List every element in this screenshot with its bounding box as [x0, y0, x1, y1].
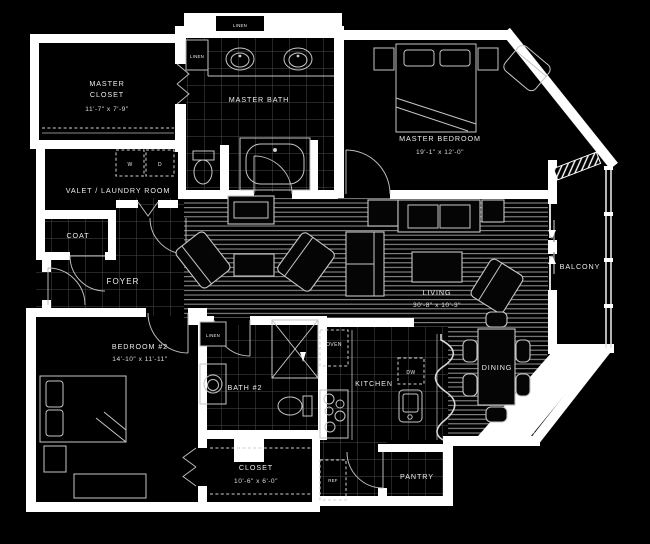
master-bath-label: MASTER BATH: [229, 95, 289, 104]
nightstand: [43, 445, 67, 473]
master-bedroom-dims: 19'-1" x 12'-0": [416, 149, 464, 156]
armchair-icon: [470, 258, 524, 314]
valet-laundry-label: VALET / LAUNDRY ROOM: [66, 186, 171, 195]
closet2-label: CLOSET: [239, 463, 273, 472]
shower-icon: [271, 319, 319, 379]
kitchen-tile-floor: [327, 327, 448, 440]
doors: [47, 63, 391, 489]
master-bedroom-label: MASTER BEDROOM: [399, 134, 481, 143]
laundry-opening-icon: [137, 201, 159, 217]
pantry-door-icon: [346, 451, 384, 489]
loveseat-icon: [345, 231, 385, 297]
walls: [26, 13, 618, 512]
dining-chair: [462, 339, 478, 363]
armchair-icon: [503, 44, 551, 92]
refrigerator-icon: [319, 459, 347, 501]
coffee-table: [411, 251, 463, 283]
living-balcony-sliders: [548, 204, 556, 290]
master-closet-label-2: CLOSET: [90, 90, 124, 99]
side-table: [233, 253, 275, 277]
console-table: [367, 199, 399, 227]
refrigerator-label: REF: [328, 478, 337, 483]
master-closet-label-1: MASTER: [89, 79, 124, 88]
living-dims: 30'-8" x 10'-3": [413, 302, 461, 309]
kitchen-sink-icon: [398, 389, 423, 423]
dining-chair: [485, 406, 508, 423]
sofa-icon: [397, 199, 481, 233]
bedroom2-room: BEDROOM #2 14'-10" x 11'-11": [39, 342, 168, 499]
dining-label: DINING: [482, 363, 513, 372]
valet-laundry-room: W D VALET / LAUNDRY ROOM: [66, 149, 175, 195]
bath2-label: BATH #2: [228, 383, 263, 392]
oven-icon: [319, 329, 349, 367]
armchair-icon: [175, 231, 231, 289]
oven-label: OVEN: [326, 342, 342, 348]
entry-linen-niche: [216, 16, 264, 31]
kitchen-label: KITCHEN: [355, 379, 393, 388]
master-bath-room: LINEN MASTER BATH: [185, 39, 334, 191]
pantry-label: PANTRY: [400, 472, 434, 481]
foyer-label: FOYER: [106, 277, 139, 286]
bath2-sink-icon: [199, 363, 227, 405]
master-bed-icon: [395, 43, 477, 133]
vanity-counter: [207, 44, 334, 77]
vanity-sink-icon: [283, 47, 313, 71]
dishwasher-label: DW: [406, 370, 415, 376]
armchair-icon: [277, 232, 335, 292]
console-table: [227, 195, 275, 225]
nightstand: [477, 47, 499, 71]
dining-chair: [515, 339, 531, 363]
vanity-sink-icon: [225, 47, 255, 71]
dining-chair: [515, 373, 531, 397]
end-table: [481, 199, 505, 223]
coat-label: COAT: [66, 231, 89, 240]
washer-label: W: [127, 162, 132, 168]
entry-door-icon: [47, 267, 86, 306]
master-closet-bifold-icon: [176, 63, 190, 105]
bar-counter-edge: [434, 334, 456, 441]
dining-chair: [485, 311, 508, 328]
master-bedroom-room: MASTER BEDROOM 19'-1" x 12'-0": [373, 43, 551, 156]
master-closet-room: MASTER CLOSET 11'-7" x 7'-9": [42, 79, 174, 134]
toilet-icon: [192, 150, 215, 185]
dishwasher-icon: [397, 357, 425, 385]
bedroom2-dims: 14'-10" x 11'-11": [112, 356, 168, 363]
dining-chair: [462, 373, 478, 397]
closet2-dims: 10'-6" x 6'-0": [234, 478, 278, 485]
dining-room: DINING: [462, 311, 531, 423]
master-closet-dims: 11'-7" x 7'-9": [85, 106, 129, 113]
bathtub-icon: [239, 137, 311, 191]
master-bath-door-icon: [253, 155, 293, 195]
cooktop-icon: [319, 389, 349, 439]
kitchen-room: OVEN DW REF KITCHEN: [319, 329, 456, 501]
living-label: LIVING: [423, 288, 452, 297]
coat-door-icon: [69, 255, 106, 292]
bath2-linen-label: LINEN: [206, 333, 220, 338]
corridor-tile-floor: [320, 440, 387, 498]
bedroom2-closet-bifold-icon: [182, 447, 197, 487]
dining-table-icon: [477, 328, 516, 406]
bath2-room: LINEN BATH #2: [199, 319, 319, 417]
master-bath-linen-label: LINEN: [190, 54, 204, 59]
bedroom-balcony-slider-icon: [552, 151, 602, 181]
bedroom2-door-icon: [147, 312, 189, 354]
bedroom2-label: BEDROOM #2: [112, 342, 168, 351]
bed-icon: [39, 375, 127, 443]
closet2-room: CLOSET 10'-6" x 6'-0": [210, 447, 312, 495]
balcony-label: BALCONY: [560, 262, 601, 271]
master-bedroom-door-icon: [345, 149, 391, 195]
toilet-icon: [277, 395, 313, 417]
nightstand: [373, 47, 395, 71]
living-room: LIVING 30'-8" x 10'-3": [175, 195, 524, 314]
entry-linen-label: LINEN: [233, 23, 247, 28]
bath2-linen-closet: [199, 321, 227, 347]
pantry-tile-floor: [387, 450, 447, 498]
bench: [73, 473, 147, 499]
balcony-rail: [604, 166, 613, 352]
dryer-label: D: [158, 162, 162, 168]
